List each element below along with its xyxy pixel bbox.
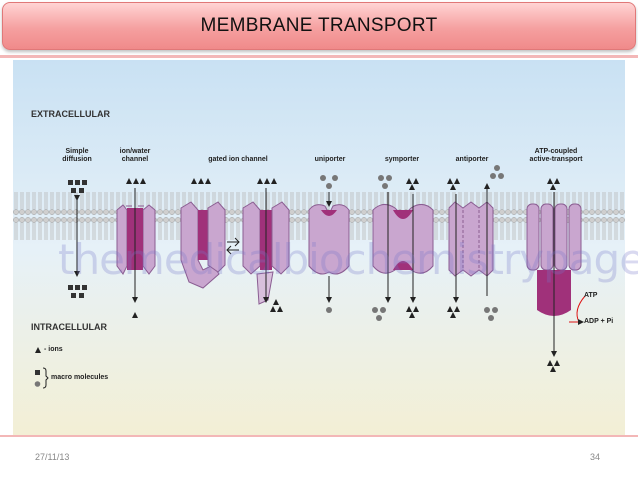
ion-icon <box>35 347 41 353</box>
slide-page-number: 34 <box>590 452 601 462</box>
watermark: themedicalbiochemistrypage.org <box>58 235 638 284</box>
atp-coupled-active-transport <box>526 178 586 372</box>
gated-ion-channel <box>180 178 290 312</box>
extracellular-label: EXTRACELLULAR <box>31 109 110 119</box>
label-atp-coupled: ATP-coupled active-transport <box>529 148 583 163</box>
antiporter <box>447 165 504 321</box>
uniporter <box>308 175 350 313</box>
legend-glyphs <box>34 347 49 389</box>
intracellular-label: INTRACELLULAR <box>31 322 107 332</box>
symporter <box>372 175 434 321</box>
legend-macro-molecules: macro molecules <box>51 374 109 381</box>
ion-water-channel <box>116 178 156 318</box>
adp-pi-label: ADP + Pi <box>584 318 614 325</box>
atp-label: ATP <box>584 292 598 299</box>
legend-ions: - ions <box>44 346 63 353</box>
label-symporter: symporter <box>384 156 420 163</box>
label-uniporter: uniporter <box>314 156 346 163</box>
label-ion-water-channel: ion/water channel <box>119 148 151 163</box>
slide-date: 27/11/13 <box>35 452 70 462</box>
label-simple-diffusion: Simple diffusion <box>62 148 92 163</box>
label-antiporter: antiporter <box>455 156 489 163</box>
macro-square-icon <box>35 370 40 375</box>
top-divider <box>0 55 638 58</box>
simple-diffusion <box>68 180 87 298</box>
membrane-illustration <box>13 60 625 435</box>
slide-title: MEMBRANE TRANSPORT <box>200 15 438 36</box>
slide-title-bar: MEMBRANE TRANSPORT <box>2 2 636 50</box>
macro-circle-icon <box>34 381 41 387</box>
label-gated-ion-channel: gated ion channel <box>208 156 268 163</box>
bottom-divider <box>0 435 638 437</box>
membrane-transport-figure: themedicalbiochemistrypage.org EXTRACELL… <box>13 60 638 435</box>
